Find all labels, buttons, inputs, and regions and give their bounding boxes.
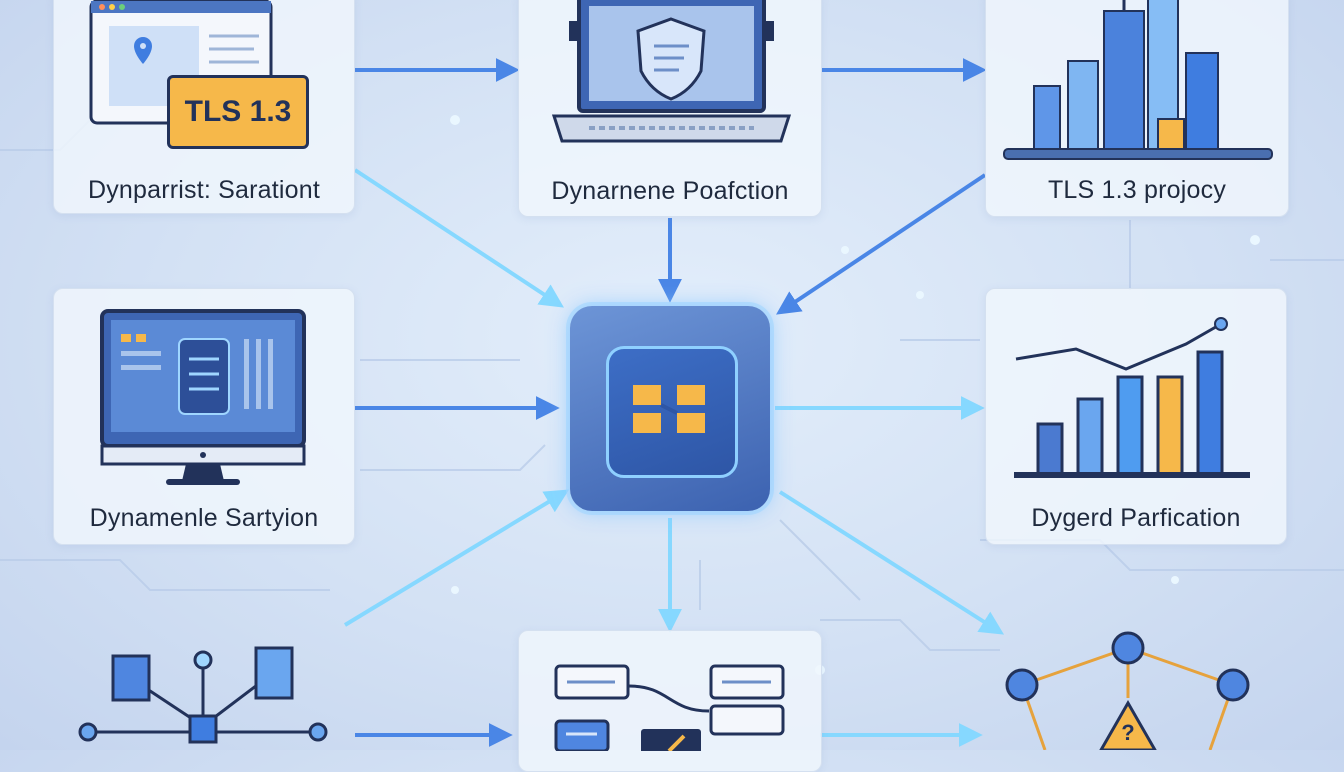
node-middle-left: Dynamenle Sartyion — [53, 288, 355, 545]
arrow-hub-br — [778, 490, 1005, 635]
central-hub — [570, 306, 770, 511]
node-middle-right: Dygerd Parfication — [985, 288, 1287, 545]
warning-symbol: ? — [1121, 720, 1135, 745]
flow-arrows — [343, 58, 1005, 747]
warning-network-icon — [1005, 631, 1250, 750]
node-label: Dygerd Parfication — [1031, 504, 1241, 532]
node-top-right: TLS 1.3 projocy — [985, 0, 1289, 217]
hub-inner — [606, 346, 738, 478]
node-top-left: TLS 1.3 Dynparrist: Sarationt — [53, 0, 355, 214]
node-label: Dynparrist: Sarationt — [87, 176, 321, 204]
tls-badge: TLS 1.3 — [167, 75, 309, 149]
arrow-bl-hub — [343, 489, 570, 627]
monitor-chip-icon — [100, 309, 306, 485]
laptop-shield-icon — [551, 0, 792, 143]
node-bottom-right: ? — [985, 628, 1285, 768]
arrow-tl-hub — [353, 168, 565, 308]
node-bottom-left — [53, 628, 353, 768]
tls-badge-text: TLS 1.3 — [184, 95, 292, 128]
node-top-center: Dynarnene Poafction — [518, 0, 822, 217]
bar-chart-icon — [1014, 317, 1250, 478]
chat-dialog-icon — [554, 664, 785, 751]
node-label: Dynamenle Sartyion — [89, 504, 319, 532]
node-label: TLS 1.3 projocy — [1047, 176, 1227, 204]
network-topology-icon — [78, 646, 328, 744]
node-bottom-center — [518, 630, 822, 772]
connection-icon — [633, 385, 705, 433]
city-skyline-icon — [1003, 0, 1273, 160]
arrow-tr-hub — [776, 173, 987, 315]
node-label: Dynarnene Poafction — [551, 177, 789, 205]
